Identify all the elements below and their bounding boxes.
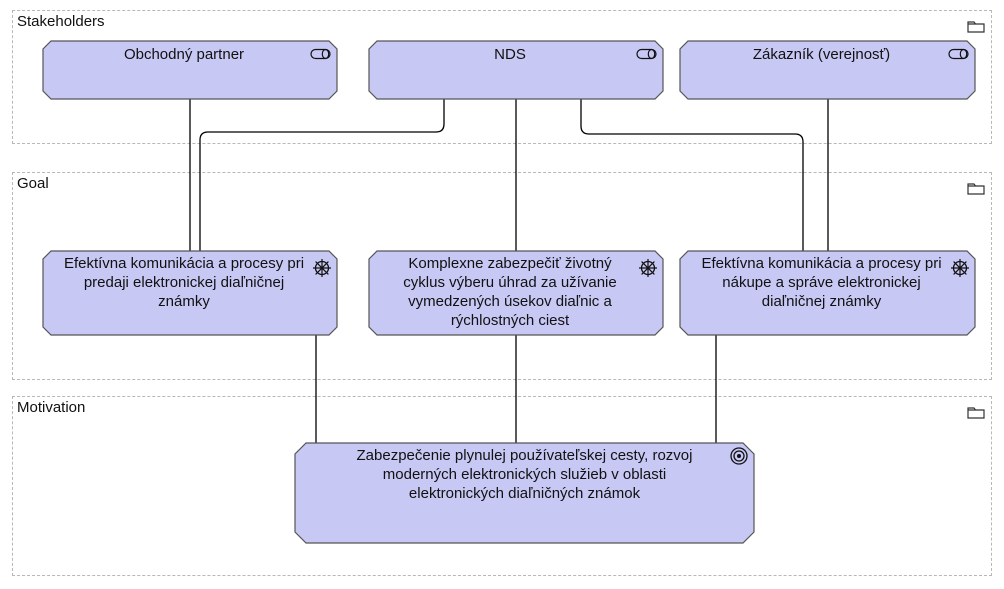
node-label: Zabezpečenie plynulej používateľskej ces… xyxy=(356,447,693,502)
group-motivation[interactable]: Motivation xyxy=(12,396,992,576)
node-label: Obchodný partner xyxy=(123,46,245,63)
stakeholder-role-icon xyxy=(948,48,970,60)
goal-pouzivatelska-cesta[interactable]: Zabezpečenie plynulej používateľskej ces… xyxy=(294,442,755,544)
folder-icon xyxy=(967,405,985,419)
node-shape xyxy=(368,40,664,100)
driver-nakup[interactable]: Efektívna komunikácia a procesy pri náku… xyxy=(679,250,976,336)
node-shape xyxy=(42,40,338,100)
node-shape xyxy=(294,442,755,544)
group-label: Motivation xyxy=(17,399,86,416)
node-shape xyxy=(679,40,976,100)
node-label: Efektívna komunikácia a procesy pri náku… xyxy=(701,255,942,310)
node-shape xyxy=(42,250,338,336)
folder-icon xyxy=(967,19,985,33)
stakeholder-role-icon xyxy=(310,48,332,60)
node-label: Zákazník (verejnosť) xyxy=(752,46,891,63)
goal-target-icon xyxy=(729,446,749,466)
driver-wheel-icon xyxy=(312,258,332,278)
node-label: NDS xyxy=(494,46,526,63)
group-label: Goal xyxy=(17,175,49,192)
stakeholder-role-icon xyxy=(636,48,658,60)
stakeholder-zakaznik[interactable]: Zákazník (verejnosť) xyxy=(679,40,976,100)
group-goal[interactable]: Goal xyxy=(12,172,992,380)
connector-nds-nakup xyxy=(580,99,804,251)
node-shape xyxy=(368,250,664,336)
driver-wheel-icon xyxy=(638,258,658,278)
connector-nds-predaj xyxy=(199,99,445,251)
stakeholder-obchodny-partner[interactable]: Obchodný partner xyxy=(42,40,338,100)
driver-predaj[interactable]: Efektívna komunikácia a procesy pri pred… xyxy=(42,250,338,336)
node-label: Komplexne zabezpečiť životný cyklus výbe… xyxy=(403,255,617,329)
stakeholder-nds[interactable]: NDS xyxy=(368,40,664,100)
node-label: Efektívna komunikácia a procesy pri pred… xyxy=(63,255,305,310)
driver-wheel-icon xyxy=(950,258,970,278)
driver-cyklus[interactable]: Komplexne zabezpečiť životný cyklus výbe… xyxy=(368,250,664,336)
group-label: Stakeholders xyxy=(17,13,105,30)
group-stakeholders[interactable]: Stakeholders xyxy=(12,10,992,144)
folder-icon xyxy=(967,181,985,195)
node-shape xyxy=(679,250,976,336)
